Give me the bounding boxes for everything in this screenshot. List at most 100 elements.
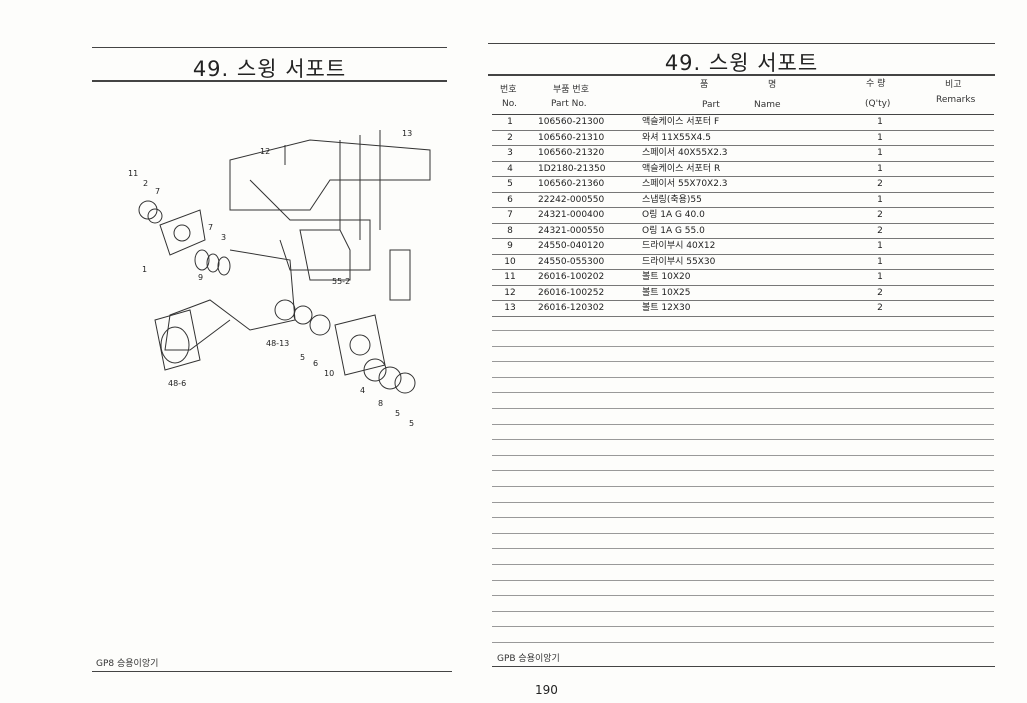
quantity: 1 — [877, 148, 883, 158]
quantity: 2 — [877, 225, 883, 236]
callout-label: 55-2 — [332, 277, 350, 286]
callout-label: 5 — [409, 419, 414, 428]
blank-row-line — [492, 486, 994, 487]
quantity: 1 — [877, 163, 883, 174]
part-index: 9 — [507, 241, 513, 251]
table-row: 7 24321-000400 O링 1A G 40.0 2 — [492, 208, 994, 224]
header-part-no-kr: 부품 번호 — [553, 85, 589, 95]
callout-label: 5 — [395, 409, 400, 418]
callout-label: 48-6 — [168, 379, 186, 388]
exploded-parts-diagram: 11 2 7 7 3 1 9 12 13 55-2 48-13 5 6 10 4… — [128, 129, 431, 428]
part-name: 액슬케이스 서포터 R — [642, 163, 721, 174]
left-page-footer: GP8 승용이앙기 — [96, 659, 159, 669]
part-name: 볼트 10X20 — [642, 272, 691, 282]
part-index: 12 — [504, 287, 516, 298]
quantity: 1 — [877, 256, 883, 267]
callout-label: 10 — [324, 369, 334, 378]
part-number: 26016-120302 — [538, 303, 605, 313]
part-number: 1D2180-21350 — [538, 163, 606, 174]
part-number: 24321-000400 — [538, 210, 605, 220]
quantity: 1 — [877, 132, 883, 143]
quantity: 1 — [877, 194, 883, 205]
header-name-en-2: Name — [754, 100, 781, 110]
part-name: 스페이서 40X55X2.3 — [642, 148, 728, 158]
part-number: 106560-21310 — [538, 132, 605, 143]
callout-label: 5 — [300, 353, 305, 362]
blank-row-line — [492, 361, 994, 363]
blank-row-line — [492, 330, 994, 331]
part-number: 26016-100202 — [538, 272, 605, 282]
part-index: 4 — [507, 163, 513, 174]
part-number: 106560-21320 — [538, 148, 605, 158]
header-name-kr-1: 품 — [700, 80, 709, 90]
part-number: 26016-100252 — [538, 287, 605, 298]
blank-row-line — [492, 595, 994, 597]
quantity: 2 — [877, 210, 883, 220]
blank-row-line — [492, 517, 994, 519]
diagram-callouts: 11 2 7 7 3 1 9 12 13 55-2 48-13 5 6 10 4… — [128, 129, 414, 428]
blank-row-line — [492, 439, 994, 441]
blank-row-line — [492, 454, 994, 456]
blank-row-line — [492, 564, 994, 565]
header-part-no-en: Part No. — [551, 99, 587, 109]
blank-row-line — [492, 423, 994, 425]
part-index: 5 — [507, 179, 513, 189]
part-number: 106560-21300 — [538, 117, 605, 127]
header-remarks-kr: 비고 — [945, 80, 962, 90]
callout-label: 11 — [128, 169, 138, 178]
part-name: 액슬케이스 서포터 F — [642, 117, 720, 127]
quantity: 1 — [877, 272, 883, 282]
blank-row-line — [492, 532, 994, 534]
header-no-en: No. — [502, 99, 517, 109]
callout-label: 12 — [260, 147, 270, 156]
part-name: O링 1A G 40.0 — [642, 210, 705, 220]
table-row: 4 1D2180-21350 액슬케이스 서포터 R 1 — [492, 162, 994, 177]
part-number: 22242-000550 — [538, 194, 605, 205]
blank-row-line — [492, 501, 994, 503]
header-qty-en: (Q'ty) — [865, 99, 891, 109]
right-page-footer: GPB 승용이앙기 — [497, 654, 560, 664]
part-name: 드라이부시 55X30 — [642, 256, 716, 267]
table-row: 6 22242-000550 스냅링(축용)55 1 — [492, 193, 994, 208]
table-row: 12 26016-100252 볼트 10X25 2 — [492, 286, 994, 301]
header-no-kr: 번호 — [500, 85, 517, 95]
part-index: 13 — [504, 303, 516, 313]
blank-row-line — [492, 579, 994, 581]
header-name-kr-2: 명 — [768, 80, 777, 90]
callout-label: 3 — [221, 233, 226, 242]
left-page-title: 49. 스윙 서포트 — [192, 57, 347, 81]
callout-label: 9 — [198, 273, 203, 282]
quantity: 2 — [877, 179, 883, 189]
part-name: 볼트 10X25 — [642, 287, 691, 298]
callout-label: 1 — [142, 265, 147, 274]
blank-row-line — [492, 626, 994, 628]
blank-row-line — [492, 470, 994, 472]
page-number: 190 — [535, 683, 558, 697]
blank-row-line — [492, 376, 994, 378]
callout-label: 2 — [143, 179, 148, 188]
part-number: 24321-000550 — [538, 225, 605, 236]
callout-label: 7 — [155, 187, 160, 196]
header-name-en-1: Part — [702, 100, 720, 110]
quantity: 2 — [877, 303, 883, 313]
part-number: 106560-21360 — [538, 179, 605, 189]
part-name: 스냅링(축용)55 — [642, 194, 702, 205]
part-number: 24550-040120 — [538, 241, 605, 251]
part-name: 와셔 11X55X4.5 — [642, 132, 711, 143]
header-remarks-en: Remarks — [936, 95, 976, 105]
blank-row-line — [492, 610, 994, 612]
blank-row-line — [492, 548, 994, 550]
part-index: 7 — [507, 210, 513, 220]
quantity: 1 — [877, 241, 883, 251]
callout-label: 7 — [208, 223, 213, 232]
part-index: 2 — [507, 132, 513, 143]
part-name: 볼트 12X30 — [642, 303, 691, 313]
part-index: 6 — [507, 194, 513, 205]
quantity: 2 — [877, 287, 883, 298]
right-page-title: 49. 스윙 서포트 — [664, 51, 819, 75]
